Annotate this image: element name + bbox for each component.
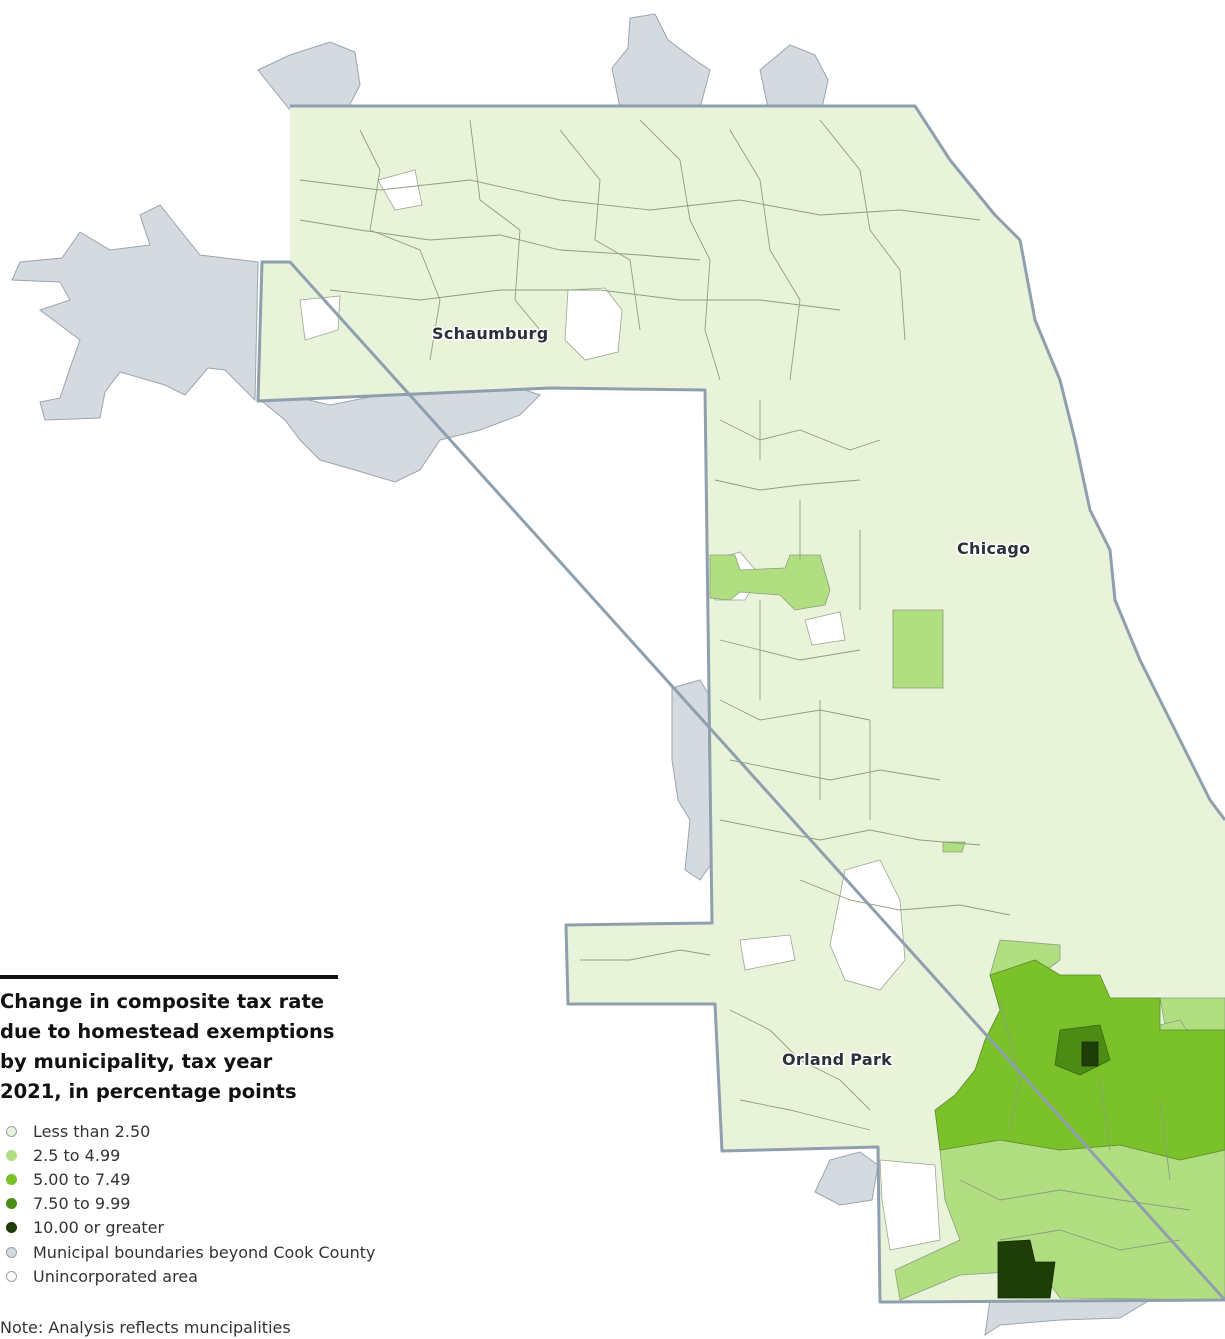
category-2-5-to-4-99-areas	[709, 554, 1225, 1301]
legend-item-7-50-to-9-99: 7.50 to 9.99	[0, 1192, 420, 1216]
legend-items: Less than 2.50 2.5 to 4.99 5.00 to 7.49 …	[0, 1119, 420, 1288]
map-legend: Change in composite tax rate due to home…	[0, 975, 420, 1288]
label-orland-park: Orland Park	[782, 1050, 892, 1069]
legend-item-5-00-to-7-49: 5.00 to 7.49	[0, 1167, 420, 1191]
legend-swatch	[6, 1125, 17, 1137]
legend-item-label: 5.00 to 7.49	[33, 1169, 131, 1189]
legend-item-2-5-to-4-99: 2.5 to 4.99	[0, 1143, 420, 1167]
legend-swatch	[6, 1246, 17, 1258]
legend-rule	[0, 975, 338, 979]
unincorporated-areas	[299, 169, 1151, 1251]
legend-item-10-00-or-greater: 10.00 or greater	[0, 1216, 420, 1240]
municipal-boundaries	[299, 119, 1191, 1251]
legend-item-label: Less than 2.50	[33, 1121, 151, 1141]
legend-item-less-than-2-50: Less than 2.50	[0, 1119, 420, 1143]
legend-swatch	[6, 1222, 17, 1234]
legend-item-label: 10.00 or greater	[33, 1218, 165, 1238]
legend-item-unincorporated: Unincorporated area	[0, 1264, 420, 1288]
legend-item-label: 2.5 to 4.99	[33, 1145, 121, 1165]
category-10-00-or-greater-areas	[997, 1041, 1099, 1299]
map-note: Note: Analysis reflects muncipalities	[0, 1318, 291, 1337]
label-chicago: Chicago	[957, 539, 1030, 558]
legend-item-label: Unincorporated area	[33, 1266, 198, 1286]
county-base	[258, 106, 1225, 1302]
legend-item-beyond-cook-county: Municipal boundaries beyond Cook County	[0, 1240, 420, 1264]
legend-item-label: Municipal boundaries beyond Cook County	[33, 1242, 376, 1262]
legend-title: Change in composite tax rate due to home…	[0, 990, 335, 1103]
legend-swatch	[6, 1149, 17, 1161]
legend-swatch	[6, 1270, 17, 1282]
legend-swatch	[6, 1173, 17, 1185]
legend-item-label: 7.50 to 9.99	[33, 1194, 131, 1214]
county-outline	[256, 104, 1225, 1304]
legend-swatch	[6, 1198, 17, 1210]
label-schaumburg: Schaumburg	[432, 324, 548, 343]
